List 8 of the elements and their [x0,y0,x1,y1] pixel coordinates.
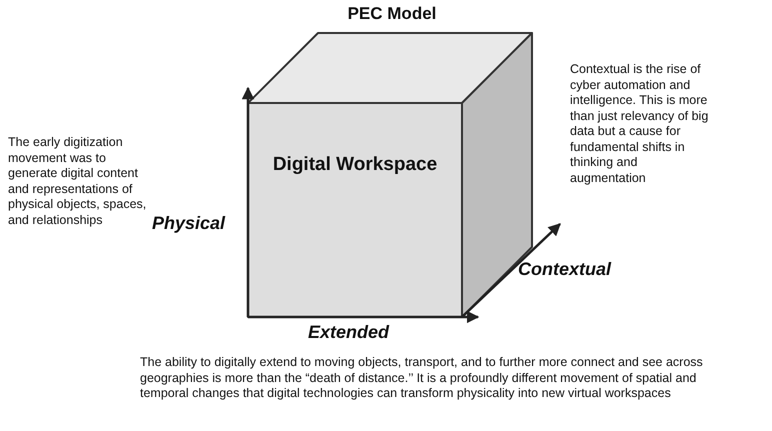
description-text: The ability to digitally extend to moving objects, transport, and to further more connect and see across geographies is more than the “death of distance.’’ It is a profoundly different movement of spatial and temporal changes that digital technologies can transform physicality into new virtual workspaces [140,355,704,402]
axis-label: Extended [308,322,390,343]
axis-label: Contextual [518,259,612,280]
description-text: The early digitization movement was to generate digital content and representations of physical objects, spaces, and relationships [8,135,148,228]
axis-label: Physical [152,213,226,234]
description-text: Contextual is the rise of cyber automation and intelligence. This is more than just relevancy of big data but a cause for fundamental shifts in thinking and augmentation [570,62,710,186]
cube-label: Digital Workspace [272,153,438,176]
title: PEC Model [346,4,438,24]
